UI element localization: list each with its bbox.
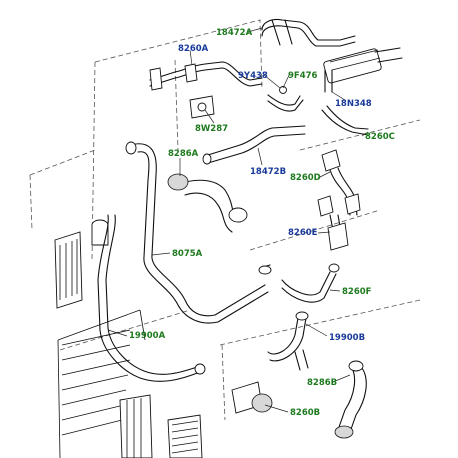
engine-outline xyxy=(29,19,421,421)
label-19900B: 19900B xyxy=(329,333,365,343)
label-8286A: 8286A xyxy=(168,149,199,159)
label-18N348: 18N348 xyxy=(335,99,372,109)
label-18472A: 18472A xyxy=(216,28,253,38)
leader-lines xyxy=(107,27,369,413)
label-8260D: 8260D xyxy=(290,173,321,183)
lower-long-hoses xyxy=(97,141,269,382)
lower-right-hoses xyxy=(231,311,367,439)
middle-hoses xyxy=(167,105,369,233)
top-hoses xyxy=(149,18,403,119)
radiator xyxy=(54,219,203,458)
label-8286B: 8286B xyxy=(307,378,337,388)
label-8260A: 8260A xyxy=(178,44,209,54)
label-8260B: 8260B xyxy=(290,408,320,418)
label-9Y438: 9Y438 xyxy=(238,71,268,81)
label-8W287: 8W287 xyxy=(195,124,228,134)
right-hoses xyxy=(258,149,361,303)
label-9F476: 9F476 xyxy=(288,71,318,81)
label-8260F: 8260F xyxy=(342,287,372,297)
part-labels: 18472A 8260A 9Y438 9F476 18N348 8W287 82… xyxy=(129,28,395,418)
label-8075A: 8075A xyxy=(172,249,203,259)
label-18472B: 18472B xyxy=(250,167,286,177)
label-8260E: 8260E xyxy=(288,228,318,238)
label-19900A: 19900A xyxy=(129,331,166,341)
label-8260C: 8260C xyxy=(365,132,395,142)
